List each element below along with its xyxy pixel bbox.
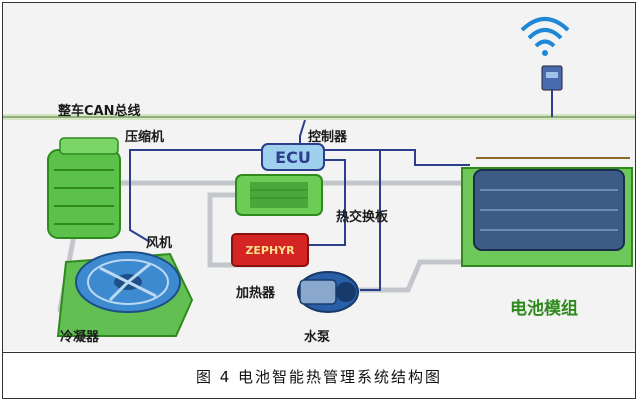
controller-label: 控制器 xyxy=(308,130,348,145)
fan-label: 风机 xyxy=(146,236,173,251)
water-pump xyxy=(297,271,359,313)
battery-module xyxy=(461,157,633,267)
fan xyxy=(75,251,181,313)
pump-label: 水泵 xyxy=(304,330,331,345)
heater-brand-text: ZEPHYR xyxy=(245,244,295,257)
ecu-controller: ECU xyxy=(261,143,325,171)
ecu-label: ECU xyxy=(275,148,311,167)
battery-module-label: 电池模组 xyxy=(510,299,578,319)
can-bus-label: 整车CAN总线 xyxy=(58,104,141,119)
compressor-label: 压缩机 xyxy=(125,130,165,145)
wifi-signal-icon xyxy=(520,17,570,56)
figure-caption: 图 4 电池智能热管理系统结构图 xyxy=(2,352,636,399)
wireless-module xyxy=(541,65,563,117)
heat-exchanger xyxy=(235,174,323,216)
compressor xyxy=(47,137,121,239)
heater: ZEPHYR xyxy=(231,233,309,267)
condenser-label: 冷凝器 xyxy=(60,330,100,345)
can-bus-line xyxy=(3,114,635,120)
thermal-system-diagram: ECU ZEPHYR xyxy=(3,3,635,351)
heat-exchanger-label: 热交换板 xyxy=(336,210,389,225)
heater-label: 加热器 xyxy=(236,286,276,301)
